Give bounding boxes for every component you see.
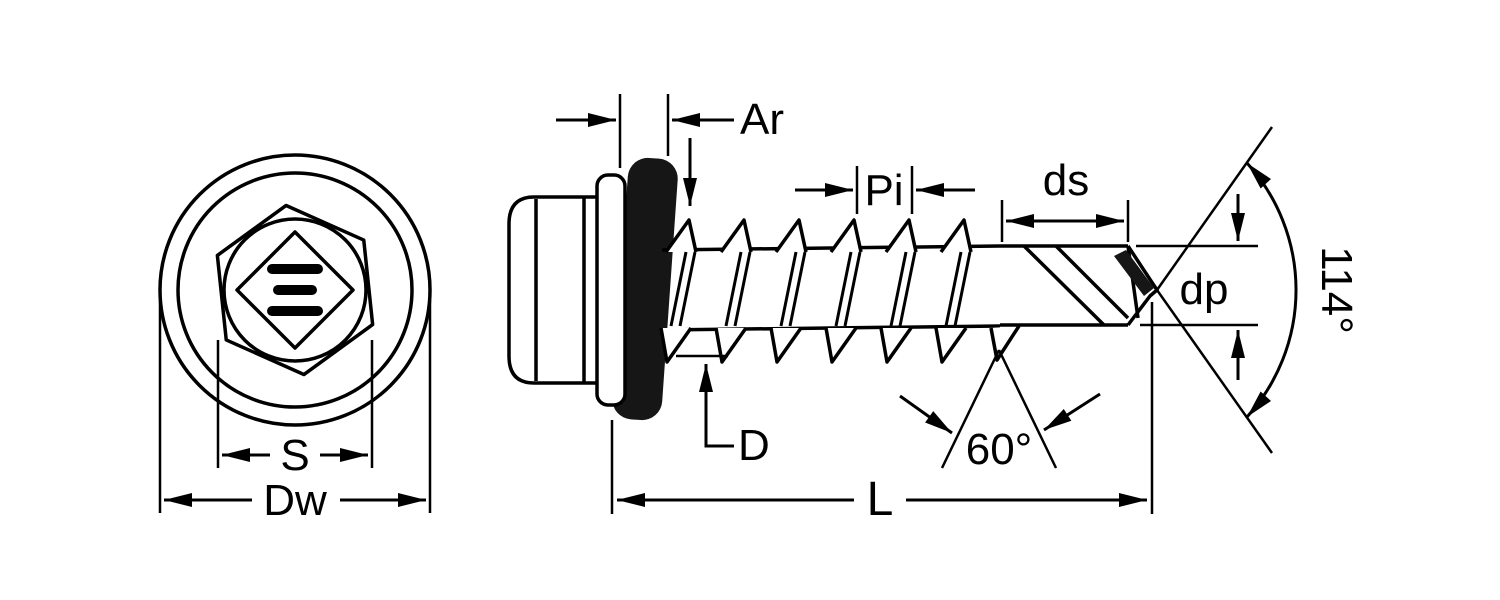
drill-point (1000, 244, 1159, 327)
thread-crest (664, 218, 698, 254)
dimension-point-diameter: dp (1136, 194, 1258, 380)
hex-head-side (507, 195, 602, 385)
thread-crest (824, 326, 858, 364)
epdm-seal-washer (612, 157, 678, 421)
thread-helix-lines (669, 251, 972, 327)
label-washer-diameter-dw: Dw (263, 476, 327, 525)
washer-outer-circle (158, 153, 432, 427)
thread-crest (774, 218, 808, 254)
label-hex-size-s: S (280, 431, 309, 480)
thread-crest (719, 218, 753, 254)
thread-crest (939, 218, 973, 254)
zubr-logo-icon (267, 264, 323, 316)
thread-crest (884, 218, 918, 254)
front-view (158, 153, 432, 427)
thread-crest (714, 326, 748, 364)
side-view (507, 157, 1159, 421)
drill-flute-dark (1114, 250, 1154, 296)
head-top-circle (222, 217, 368, 363)
thread-crest (769, 326, 803, 364)
metal-washer-flange (595, 173, 627, 407)
label-thread-diameter-d: D (738, 421, 770, 470)
dimension-point-angle: 114° (1155, 126, 1361, 454)
hex-head-outline (215, 203, 375, 377)
label-point-angle-114: 114° (1312, 246, 1361, 334)
thread-crest (879, 326, 913, 364)
dimension-length: L (610, 302, 1154, 526)
thread-crest (934, 326, 968, 364)
brand-diamond (235, 230, 355, 350)
thread-shank (659, 218, 1021, 364)
dimension-thread-diameter: D (676, 354, 770, 470)
dimension-washer-diameter: Dw (158, 300, 432, 525)
label-length-l: L (867, 473, 894, 526)
label-seal-thickness-ar: Ar (740, 95, 784, 144)
label-point-diameter-dp: dp (1180, 265, 1229, 314)
thread-crest (659, 326, 693, 364)
dimension-hex-size: S (216, 340, 374, 480)
label-thread-pitch-pi: Pi (864, 166, 903, 215)
dimension-thread-pitch: Pi (795, 166, 975, 215)
label-thread-angle-60: 60° (966, 425, 1033, 474)
washer-inner-circle (176, 171, 414, 409)
dimension-seal-thickness: Ar (556, 94, 784, 206)
thread-crest (989, 325, 1021, 362)
dimension-drill-diameter: ds (1000, 156, 1130, 242)
dimension-thread-angle: 60° (899, 349, 1101, 474)
label-drill-diameter-ds: ds (1043, 156, 1089, 205)
thread-crest (829, 218, 863, 254)
